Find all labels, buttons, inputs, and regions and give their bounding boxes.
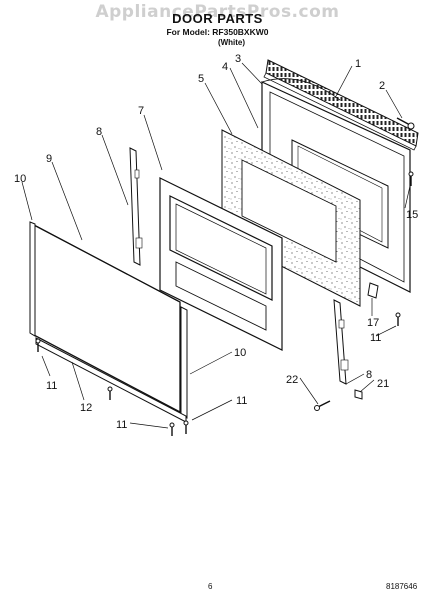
screw-right-upper bbox=[395, 312, 401, 326]
callout-8-right: 8 bbox=[366, 369, 372, 381]
callout-15: 15 bbox=[406, 209, 418, 221]
callout-10-left: 10 bbox=[14, 173, 26, 185]
page-title: DOOR PARTS bbox=[172, 11, 263, 26]
callout-3: 3 bbox=[235, 53, 241, 65]
page-number: 6 bbox=[208, 582, 213, 591]
door-insulation bbox=[221, 129, 361, 307]
glass-channel-right bbox=[180, 306, 188, 419]
callout-21: 21 bbox=[377, 378, 389, 390]
clip bbox=[367, 282, 379, 299]
callout-5: 5 bbox=[198, 73, 204, 85]
callout-1: 1 bbox=[355, 58, 361, 70]
callout-22: 22 bbox=[286, 374, 298, 386]
screw-right-side bbox=[408, 171, 414, 186]
callout-9: 9 bbox=[46, 153, 52, 165]
screw-top bbox=[396, 117, 415, 130]
screw-left-a bbox=[35, 338, 41, 352]
callout-10-right: 10 bbox=[234, 347, 246, 359]
callout-7: 7 bbox=[138, 105, 144, 117]
color-label: (White) bbox=[217, 38, 246, 47]
model-label: For Model: RF350BXKW0 bbox=[166, 27, 269, 37]
hinge-right bbox=[333, 299, 349, 385]
screw-left-b bbox=[107, 386, 113, 400]
inner-door-panel bbox=[159, 177, 283, 351]
hinge-left bbox=[129, 147, 143, 266]
callout-11-left-a: 11 bbox=[46, 380, 57, 392]
glass-channel-left bbox=[29, 221, 36, 337]
callout-11-right-b: 11 bbox=[236, 395, 247, 407]
screw-right-a bbox=[169, 422, 175, 436]
document-number: 8187646 bbox=[386, 582, 418, 591]
leader-lines bbox=[21, 62, 411, 429]
callout-8-left: 8 bbox=[96, 126, 102, 138]
watermark: AppliancePartsPros.com bbox=[95, 2, 340, 22]
screw-right-b bbox=[183, 420, 189, 434]
callout-11-left-b: 11 bbox=[116, 419, 127, 431]
hinge-pin bbox=[354, 389, 363, 400]
hinge-screw bbox=[314, 400, 331, 411]
callout-11-right-a: 11 bbox=[370, 332, 381, 344]
callout-17: 17 bbox=[367, 317, 379, 329]
callout-2: 2 bbox=[379, 80, 385, 92]
callout-12: 12 bbox=[80, 402, 92, 414]
callout-4: 4 bbox=[222, 61, 228, 73]
